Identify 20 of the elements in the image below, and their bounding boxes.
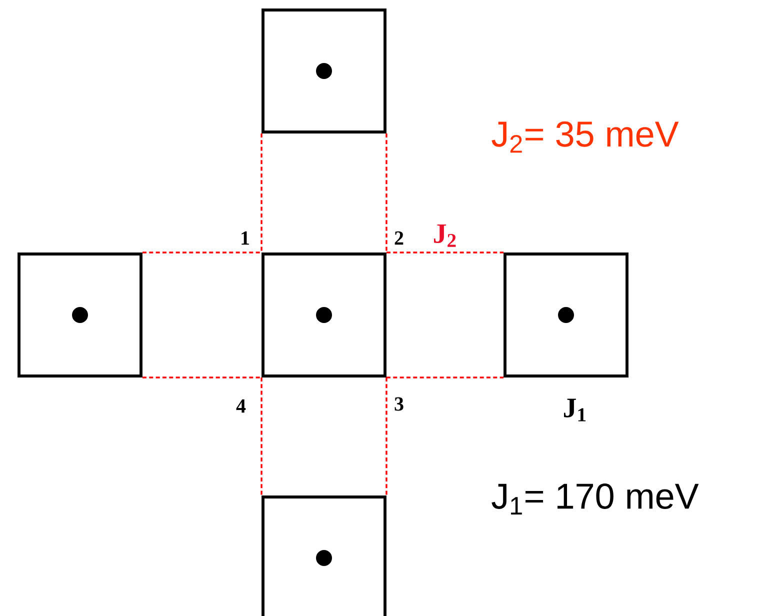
dashed-line xyxy=(386,377,388,496)
corner-number: 1 xyxy=(242,231,249,245)
corner-number: 4 xyxy=(236,399,246,413)
coupling-value: J$_{2}$= 35 meV xyxy=(492,121,679,153)
square-with-dot xyxy=(262,8,386,134)
square-with-dot xyxy=(504,252,628,378)
coupling-value: J$_{1}$= 170 meV xyxy=(492,483,699,515)
square-with-dot xyxy=(262,496,386,616)
corner-number: 3 xyxy=(394,397,404,411)
square-with-dot xyxy=(262,252,386,378)
corner-number: 2 xyxy=(394,231,404,245)
dashed-line xyxy=(386,133,388,253)
dashed-line xyxy=(260,377,262,496)
dashed-line xyxy=(142,252,262,254)
square-with-dot xyxy=(18,252,142,378)
dashed-line xyxy=(386,252,504,254)
edge-label: J$_{2}$ xyxy=(431,223,459,248)
dashed-line xyxy=(260,133,262,253)
dashed-line xyxy=(142,376,262,378)
dashed-line xyxy=(386,376,504,378)
